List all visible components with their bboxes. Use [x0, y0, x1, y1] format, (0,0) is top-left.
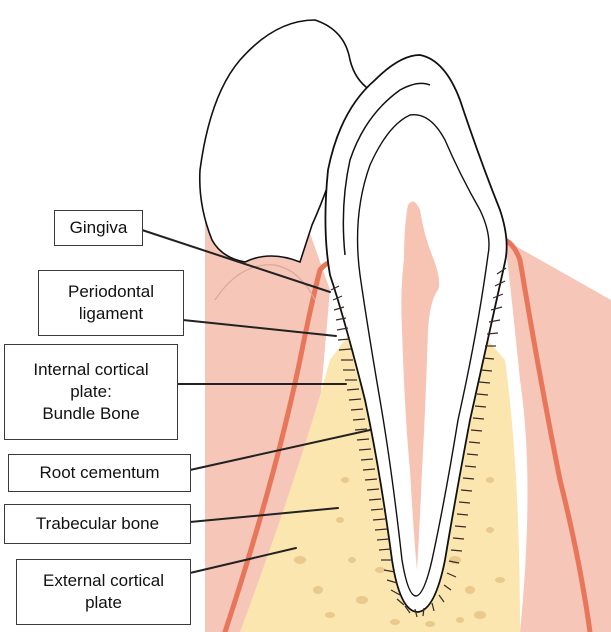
gingiva-right-region — [505, 240, 611, 632]
label-trabecular-bone: Trabecular bone — [4, 504, 191, 544]
label-internal-cortical-plate: Internal cortical plate: Bundle Bone — [4, 344, 178, 440]
label-root-cementum: Root cementum — [8, 454, 191, 492]
label-gingiva: Gingiva — [54, 210, 143, 246]
label-periodontal-ligament: Periodontal ligament — [38, 270, 184, 336]
label-external-cortical-plate: External cortical plate — [16, 559, 191, 625]
